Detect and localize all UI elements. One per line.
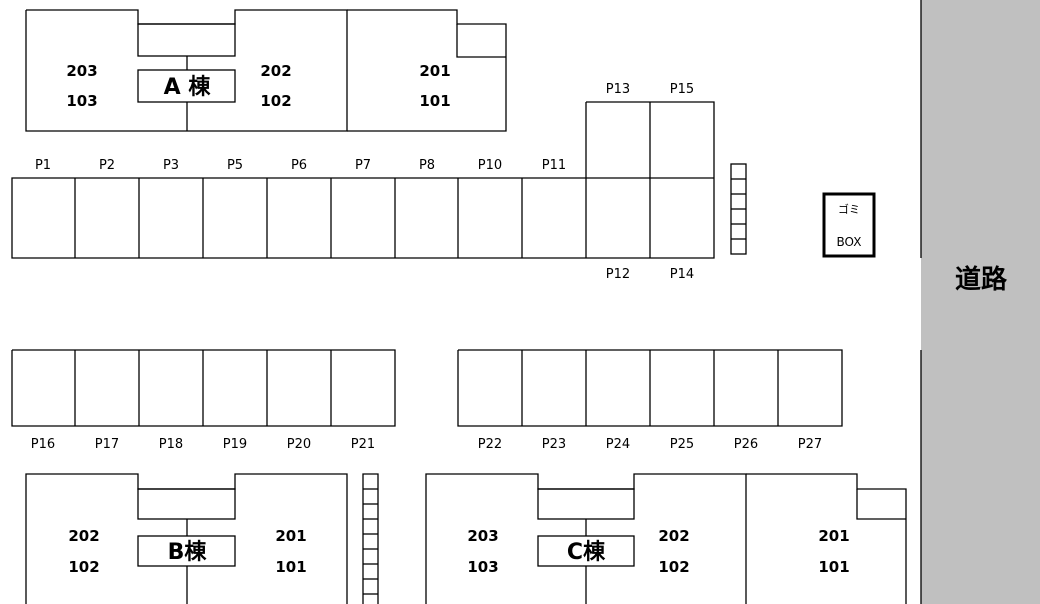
- unit-a-203: 203: [66, 62, 97, 80]
- parking-label-p21: P21: [351, 437, 375, 452]
- unit-b-201: 201: [275, 527, 306, 545]
- unit-a-102: 102: [260, 92, 291, 110]
- unit-c-101: 101: [818, 558, 849, 576]
- building-a-name: A 棟: [164, 74, 212, 100]
- building-b: B棟 202 102 201 101: [25, 473, 348, 604]
- parking-label-p22: P22: [478, 437, 502, 452]
- parking-label-p5: P5: [227, 158, 243, 173]
- unit-c-102: 102: [658, 558, 689, 576]
- building-b-name: B棟: [168, 539, 208, 565]
- unit-c-202: 202: [658, 527, 689, 545]
- parking-label-p10: P10: [478, 158, 502, 173]
- unit-b-202: 202: [68, 527, 99, 545]
- parking-label-p13: P13: [606, 82, 630, 97]
- parking-label-p3: P3: [163, 158, 179, 173]
- unit-a-201: 201: [419, 62, 450, 80]
- unit-c-203: 203: [467, 527, 498, 545]
- road-label: 道路: [955, 264, 1008, 295]
- parking-label-p16: P16: [31, 437, 55, 452]
- parking-label-p14: P14: [670, 267, 694, 282]
- parking-label-p24: P24: [606, 437, 630, 452]
- bicycle-rack-upper: [730, 163, 747, 255]
- parking-label-p8: P8: [419, 158, 435, 173]
- parking-label-p11: P11: [542, 158, 566, 173]
- parking-label-p23: P23: [542, 437, 566, 452]
- parking-label-p25: P25: [670, 437, 694, 452]
- parking-label-p15: P15: [670, 82, 694, 97]
- parking-label-p27: P27: [798, 437, 822, 452]
- parking-label-p20: P20: [287, 437, 311, 452]
- gomi-box-label-line1: ゴミ: [838, 202, 860, 216]
- building-c: C棟 203 103 202 102 201 101: [425, 473, 907, 604]
- unit-a-103: 103: [66, 92, 97, 110]
- parking-label-p6: P6: [291, 158, 307, 173]
- parking-label-p18: P18: [159, 437, 183, 452]
- bicycle-rack-lower: [362, 473, 379, 604]
- unit-c-201: 201: [818, 527, 849, 545]
- unit-a-202: 202: [260, 62, 291, 80]
- building-c-name: C棟: [567, 539, 606, 565]
- road-strip: [921, 0, 1040, 604]
- parking-label-p7: P7: [355, 158, 371, 173]
- parking-row-2-right: [457, 349, 843, 427]
- parking-label-p1: P1: [35, 158, 51, 173]
- unit-b-102: 102: [68, 558, 99, 576]
- gomi-box: ゴミ BOX: [822, 192, 876, 258]
- unit-c-103: 103: [467, 558, 498, 576]
- building-a: A 棟 203 103 202 102 201 101: [25, 9, 507, 132]
- parking-label-p12: P12: [606, 267, 630, 282]
- parking-row-1: [11, 101, 715, 259]
- parking-label-p26: P26: [734, 437, 758, 452]
- unit-a-101: 101: [419, 92, 450, 110]
- unit-b-101: 101: [275, 558, 306, 576]
- gomi-box-label-line2: BOX: [837, 235, 862, 249]
- parking-label-p17: P17: [95, 437, 119, 452]
- parking-row-2-left: [11, 349, 396, 427]
- parking-label-p2: P2: [99, 158, 115, 173]
- parking-label-p19: P19: [223, 437, 247, 452]
